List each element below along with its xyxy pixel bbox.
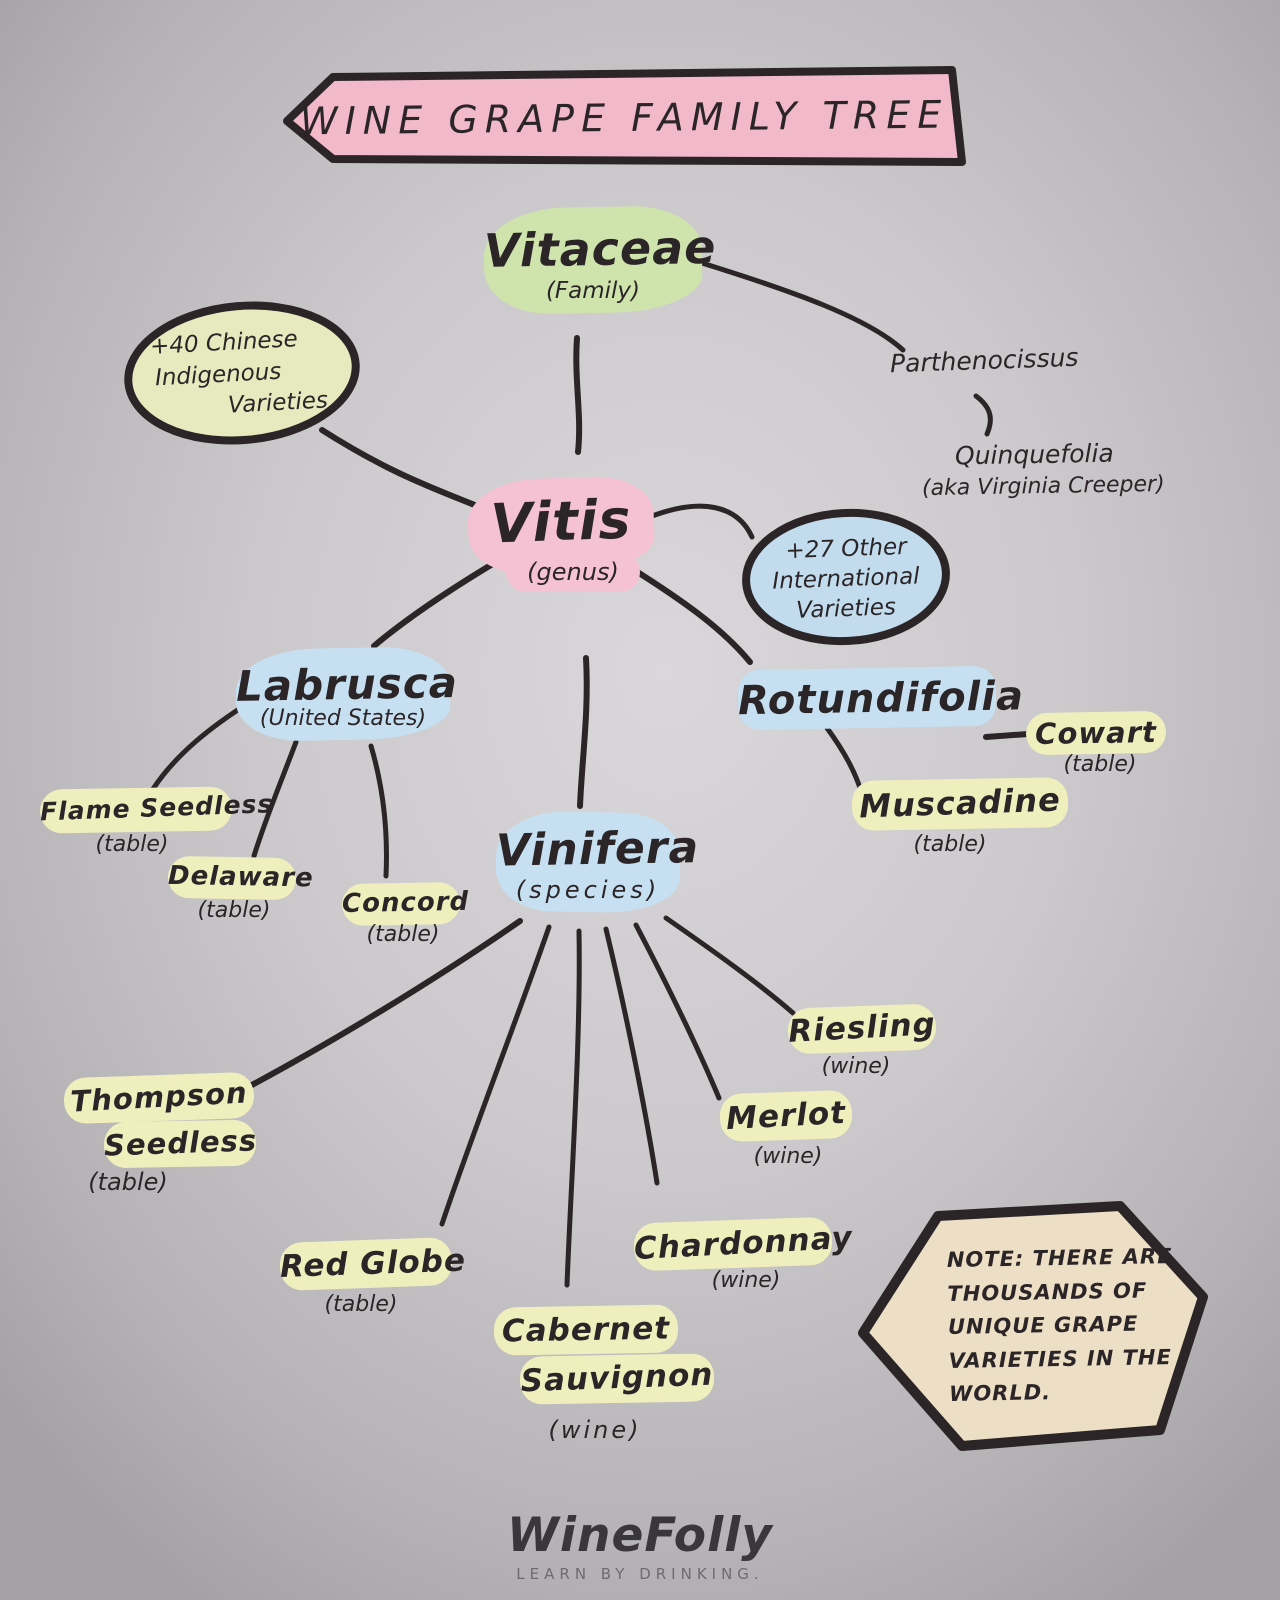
edge-vinifera-merlot	[633, 922, 722, 1101]
node-flame-seedless-type: (table)	[95, 832, 169, 857]
node-quinquefolia-alias: (aka Virginia Creeper)	[921, 471, 1165, 502]
chinese-varieties-bubble	[124, 301, 360, 445]
edge-vitis-vinifera	[577, 655, 590, 809]
node-labrusca: Labrusca	[235, 657, 459, 711]
node-cowart: Cowart	[1034, 714, 1158, 752]
node-vitis-rank: (genus)	[527, 558, 619, 586]
node-delaware: Delaware	[167, 860, 314, 894]
node-muscadine: Muscadine	[858, 780, 1062, 826]
node-red-globe-type: (table)	[324, 1292, 398, 1317]
edge-vitaceae-vitis	[573, 335, 583, 455]
edge-parthenocissus-quinquefolia	[973, 393, 993, 437]
edge-chinese-varieties-vitis	[319, 427, 480, 509]
node-vitaceae-rank: (Family)	[545, 278, 641, 304]
node-concord: Concord	[341, 886, 470, 920]
node-muscadine-type: (table)	[913, 832, 987, 857]
edge-vitis-international-varieties	[644, 503, 755, 540]
node-labrusca-region: (United States)	[259, 706, 427, 731]
node-riesling-type: (wine)	[821, 1054, 891, 1079]
vitis-rank-highlight	[506, 552, 640, 592]
edge-vinifera-cabernet-sauvignon	[564, 928, 582, 1288]
node-vitaceae: Vitaceae	[483, 219, 717, 278]
node-thompson-line2: Seedless	[103, 1123, 258, 1163]
node-quinquefolia: Quinquefolia	[954, 438, 1114, 471]
node-vinifera-rank: (species)	[515, 876, 661, 904]
node-merlot: Merlot	[725, 1094, 847, 1138]
node-chardonnay-type: (wine)	[711, 1268, 781, 1293]
winefolly-logo: WineFolly Learn by drinking.	[0, 1508, 1280, 1583]
edge-vitis-rotundifolia	[625, 563, 753, 665]
note-box: Note: There are thousands of unique grap…	[947, 1240, 1178, 1412]
node-cabernet-line2: Sauvignon	[520, 1356, 714, 1400]
edge-labrusca-concord	[368, 743, 389, 879]
edge-rotundifolia-muscadine	[824, 725, 865, 797]
brand-wine: Wine	[507, 1508, 645, 1563]
node-delaware-type: (table)	[197, 898, 271, 923]
edge-vinifera-red-globe	[439, 924, 552, 1227]
edge-vinifera-thompson-seedless	[247, 918, 523, 1089]
chinese-varieties-line3: Varieties	[227, 387, 329, 419]
node-red-globe: Red Globe	[279, 1242, 467, 1285]
node-merlot-type: (wine)	[753, 1144, 823, 1169]
title-banner-shape	[283, 66, 966, 166]
edge-vitaceae-parthenocissus	[699, 260, 906, 353]
poster-title: Wine Grape Family Tree	[299, 92, 949, 144]
node-concord-type: (table)	[366, 922, 440, 947]
node-thompson-type: (table)	[88, 1168, 168, 1196]
edge-vinifera-riesling	[663, 915, 796, 1016]
brand-folly: Folly	[644, 1508, 773, 1563]
node-vitis: Vitis	[489, 487, 633, 556]
node-cabernet-type: (wine)	[548, 1416, 642, 1444]
node-rotundifolia: Rotundifolia	[737, 673, 1025, 725]
note-label: Note:	[946, 1246, 1033, 1272]
edge-vinifera-chardonnay	[603, 926, 660, 1186]
node-cowart-type: (table)	[1063, 752, 1137, 777]
node-cabernet-line1: Cabernet	[501, 1310, 671, 1350]
international-varieties-bubble	[742, 508, 950, 646]
edge-labrusca-delaware	[251, 739, 299, 859]
winefolly-wordmark: WineFolly	[0, 1508, 1280, 1563]
node-vinifera: Vinifera	[495, 822, 700, 877]
edge-vitis-labrusca	[371, 553, 509, 649]
note-hexagon-shape	[858, 1201, 1208, 1451]
brand-tagline: Learn by drinking.	[516, 1565, 764, 1583]
edge-rotundifolia-cowart	[983, 731, 1031, 740]
